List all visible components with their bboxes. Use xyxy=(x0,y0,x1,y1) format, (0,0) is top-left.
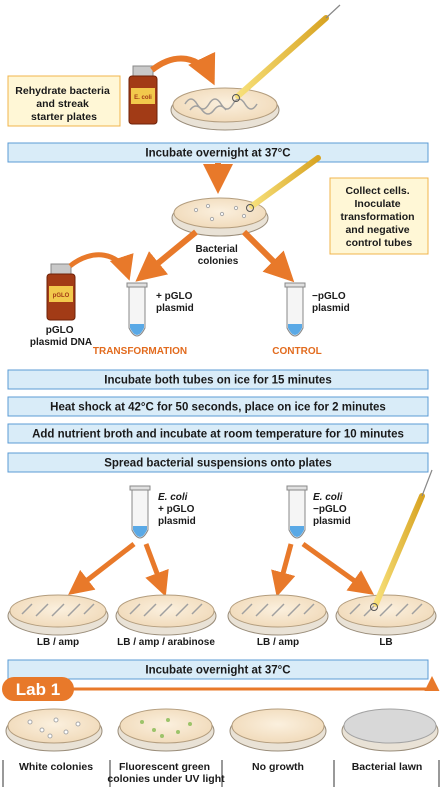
arrow-to-control xyxy=(241,229,295,283)
svg-text:Incubate overnight at 37°C: Incubate overnight at 37°C xyxy=(145,665,290,677)
control-label: CONTROL xyxy=(272,346,321,357)
inoculating-loop-top xyxy=(232,4,341,102)
arrow-plus-to-plate1 xyxy=(68,542,136,596)
arrow-to-transformation xyxy=(135,229,198,282)
result-no-growth xyxy=(229,708,327,752)
svg-text:Incubate overnight at 37°C: Incubate overnight at 37°C xyxy=(145,148,290,160)
pglo-dna-label: pGLO plasmid DNA xyxy=(30,325,92,348)
collect-box: Collect cells. Inoculate transformation … xyxy=(329,177,429,255)
result-bacterial-lawn xyxy=(341,708,439,752)
result-label-4: Bacterial lawn xyxy=(352,761,423,773)
svg-text:pGLO: pGLO xyxy=(53,293,70,299)
pglo-vial: pGLO xyxy=(46,263,76,321)
svg-text:Add nutrient broth and incubat: Add nutrient broth and incubate at room … xyxy=(32,429,404,441)
plate-lb-amp-1 xyxy=(7,594,109,636)
svg-text:Lab 1: Lab 1 xyxy=(16,680,60,699)
intro-box: Rehydrate bacteria and streak starter pl… xyxy=(7,75,121,127)
colonies-plate xyxy=(171,197,269,237)
result-fluorescent xyxy=(117,708,215,752)
tube-ecoli-plus xyxy=(129,485,151,539)
step-heat-shock: Heat shock at 42°C for 50 seconds, place… xyxy=(7,396,429,417)
arrow-pglo-to-tube xyxy=(68,252,134,281)
lab1-timeline: Lab 1 xyxy=(2,676,440,701)
tube-ecoli-plus-label: E. coli + pGLO plasmid xyxy=(158,492,197,527)
result-white-colonies xyxy=(5,708,103,752)
tube-plus-label: + pGLO plasmid xyxy=(156,291,195,314)
result-label-1: White colonies xyxy=(19,761,93,773)
plate-label-1: LB / amp xyxy=(37,637,79,648)
ecoli-vial: E. coli xyxy=(128,65,158,125)
inoculating-loop-mid xyxy=(246,155,321,212)
step-ice-15: Incubate both tubes on ice for 15 minute… xyxy=(7,369,429,390)
arrow-plus-to-plate2 xyxy=(143,543,169,597)
bacterial-colonies-label: Bacterial colonies xyxy=(195,244,240,267)
svg-text:E. coli: E. coli xyxy=(134,95,152,101)
transformation-label: TRANSFORMATION xyxy=(93,346,187,357)
step-incubate-overnight-1: Incubate overnight at 37°C xyxy=(7,142,429,163)
tube-minus-label: −pGLO plasmid xyxy=(312,291,350,314)
starter-plate xyxy=(170,87,280,131)
lab1-badge xyxy=(2,677,74,701)
arrow-minus-to-plate4 xyxy=(301,541,375,595)
tube-plus-pglo xyxy=(126,282,148,337)
plate-lb-amp-arabinose xyxy=(115,594,217,636)
svg-text:Rehydrate bacteria and s: Rehydrate bacteria and streak starter pl… xyxy=(15,85,112,123)
result-label-3: No growth xyxy=(252,761,304,773)
svg-text:Heat shock at 42°C for 50 seco: Heat shock at 42°C for 50 seconds, place… xyxy=(50,402,386,414)
plate-label-4: LB xyxy=(379,637,392,648)
result-label-2: Fluorescent green colonies under UV ligh… xyxy=(107,761,225,785)
tube-minus-pglo xyxy=(284,282,306,337)
svg-text:Collect cells. Inoculate: Collect cells. Inoculate transformation … xyxy=(340,185,417,249)
plate-lb-amp-2 xyxy=(227,594,329,636)
step-incubate-overnight-2: Incubate overnight at 37°C xyxy=(7,659,429,680)
tube-ecoli-minus xyxy=(286,485,308,539)
arrow-vial-to-plate xyxy=(150,51,216,86)
tube-ecoli-minus-label: E. coli −pGLO plasmid xyxy=(313,492,351,527)
plate-label-2: LB / amp / arabinose xyxy=(117,637,215,648)
arrow-minus-to-plate3 xyxy=(271,543,296,597)
plate-label-3: LB / amp xyxy=(257,637,299,648)
svg-text:Spread bacterial suspensions o: Spread bacterial suspensions onto plates xyxy=(104,458,332,470)
plate-lb xyxy=(335,594,437,636)
inoculating-loop-bottom xyxy=(370,469,433,611)
step-spread: Spread bacterial suspensions onto plates xyxy=(7,452,429,473)
svg-text:Incubate both tubes on ice for: Incubate both tubes on ice for 15 minute… xyxy=(104,375,331,387)
step-broth: Add nutrient broth and incubate at room … xyxy=(7,423,429,444)
